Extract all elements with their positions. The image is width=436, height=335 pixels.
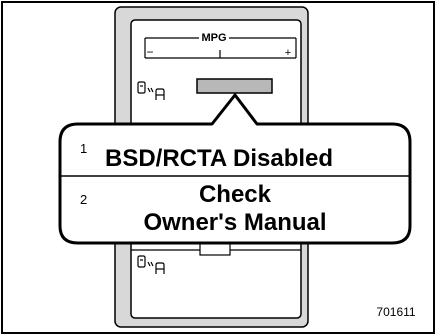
figure-code: 701611: [376, 305, 415, 319]
item2-line1: Check: [199, 181, 272, 208]
gauge-plus-symbol: +: [285, 47, 291, 59]
camera-shake-icon: [137, 81, 165, 100]
gauge-minus-symbol: −: [146, 45, 153, 59]
callout-bubble: [58, 93, 412, 245]
mpg-label: MPG: [201, 32, 226, 44]
item2-line2: Owner's Manual: [143, 209, 326, 236]
item1-text: BSD/RCTA Disabled: [105, 145, 333, 172]
item2-number: 2: [80, 192, 87, 207]
mpg-gauge: MPG − +: [144, 32, 297, 59]
camera-shake-icon: [137, 255, 165, 274]
item1-number: 1: [80, 141, 87, 156]
display-message-bar: [196, 78, 273, 94]
